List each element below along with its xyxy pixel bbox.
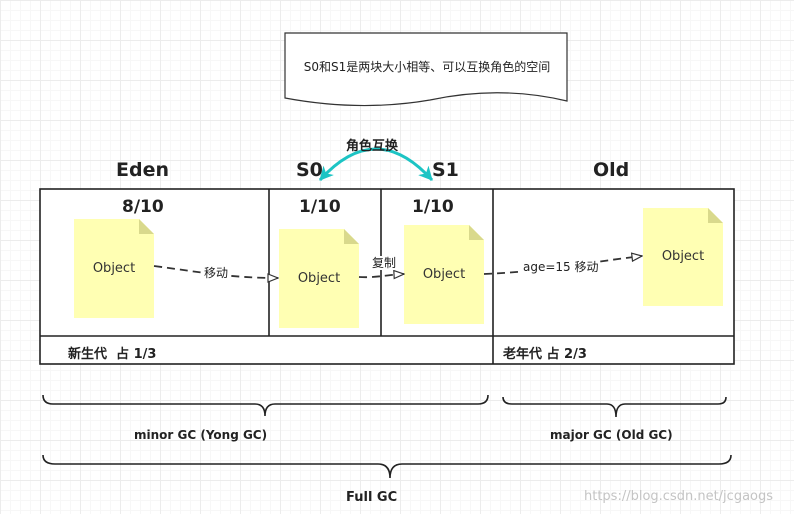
edge-move-eden-s0 — [153, 265, 278, 278]
minor-gc-label: minor GC (Yong GC) — [134, 428, 268, 442]
edge-label-move: 移动 — [203, 266, 230, 280]
swap-arrow — [318, 147, 434, 182]
swap-label: 角色互换 — [346, 139, 399, 154]
object-label-s0: Object — [297, 271, 341, 286]
full-gc-label: Full GC — [346, 490, 398, 505]
edge-label-age-move: age=15 移动 — [522, 260, 600, 274]
object-label-eden: Object — [92, 261, 136, 276]
brace-full-gc — [42, 454, 732, 479]
s0-title: S0 — [296, 159, 323, 181]
object-label-old: Object — [661, 249, 705, 264]
brace-minor-gc — [42, 394, 489, 417]
young-gen-label: 新生代 占 1/3 — [68, 347, 157, 362]
note-text: S0和S1是两块大小相等、可以互换角色的空间 — [303, 60, 551, 74]
object-document-old — [643, 208, 723, 306]
eden-fraction: 8/10 — [122, 197, 164, 217]
old-gen-label: 老年代 占 2/3 — [503, 347, 587, 362]
s0-fraction: 1/10 — [299, 197, 341, 217]
edge-label-copy: 复制 — [371, 256, 398, 270]
object-document-s0 — [279, 229, 359, 328]
watermark: https://blog.csdn.net/jcgaogs — [584, 489, 774, 504]
note-shape — [284, 32, 568, 107]
s1-fraction: 1/10 — [412, 197, 454, 217]
edge-copy-s0-s1 — [358, 274, 404, 277]
object-label-s1: Object — [422, 267, 466, 282]
object-document-eden — [74, 219, 154, 318]
eden-title: Eden — [116, 159, 169, 181]
old-title: Old — [593, 159, 630, 181]
major-gc-label: major GC (Old GC) — [550, 428, 673, 442]
heap-frame — [39, 188, 735, 365]
brace-major-gc — [502, 396, 727, 418]
s1-title: S1 — [432, 159, 459, 181]
object-document-s1 — [404, 225, 484, 324]
